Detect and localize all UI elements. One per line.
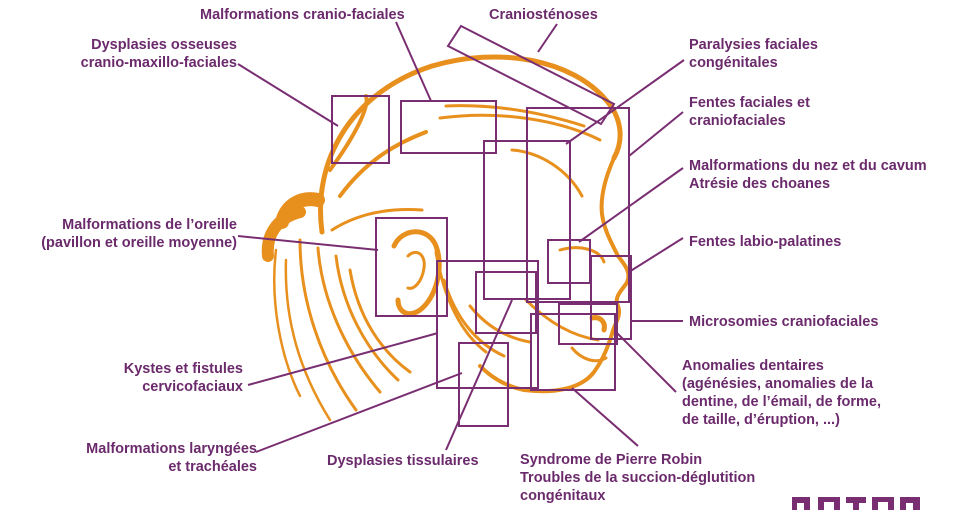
- label-syndrome-pierre-robin-line-1: Syndrome de Pierre Robin: [520, 451, 755, 469]
- label-syndrome-pierre-robin-line-2: Troubles de la succion-déglutition: [520, 469, 755, 487]
- label-malformations-oreille: Malformations de l’oreille (pavillon et …: [41, 216, 237, 252]
- label-anomalies-dentaires-line-1: Anomalies dentaires: [682, 357, 881, 375]
- logo-mark: [792, 497, 920, 510]
- label-fentes-faciales-line-2: craniofaciales: [689, 112, 810, 130]
- label-paralysies-faciales-line-1: Paralysies faciales: [689, 36, 818, 54]
- face-lines: [436, 150, 606, 361]
- label-paralysies-faciales: Paralysies faciales congénitales: [689, 36, 818, 72]
- label-fentes-faciales: Fentes faciales et craniofaciales: [689, 94, 810, 130]
- ear: [394, 232, 439, 314]
- label-malformations-laryngees-line-1: Malformations laryngées: [86, 440, 257, 458]
- label-syndrome-pierre-robin-line-3: congénitaux: [520, 487, 755, 505]
- label-kystes-fistules-line-2: cervicofaciaux: [124, 378, 243, 396]
- label-craniostenoses: Craniosténoses: [489, 6, 598, 24]
- label-malformations-nez-line-1: Malformations du nez et du cavum: [689, 157, 927, 175]
- ponytail: [268, 96, 426, 256]
- label-dysplasies-osseuses: Dysplasies osseuses cranio-maxillo-facia…: [81, 36, 237, 72]
- label-anomalies-dentaires-line-4: de taille, d’éruption, ...): [682, 411, 881, 429]
- label-dysplasies-osseuses-line-1: Dysplasies osseuses: [81, 36, 237, 54]
- label-malformations-laryngees: Malformations laryngées et trachéales: [86, 440, 257, 476]
- label-microsomies: Microsomies craniofaciales: [689, 313, 878, 331]
- label-kystes-fistules: Kystes et fistules cervicofaciaux: [124, 360, 243, 396]
- label-paralysies-faciales-line-2: congénitales: [689, 54, 818, 72]
- label-malformations-oreille-line-2: (pavillon et oreille moyenne): [41, 234, 237, 252]
- box-fentes-faciales: [527, 108, 629, 302]
- label-malformations-laryngees-line-2: et trachéales: [86, 458, 257, 476]
- box-malformations-cranio-faciales: [401, 101, 496, 153]
- back-hair: [274, 240, 410, 420]
- label-dysplasies-osseuses-line-2: cranio-maxillo-faciales: [81, 54, 237, 72]
- label-anomalies-dentaires: Anomalies dentaires (agénésies, anomalie…: [682, 357, 881, 429]
- label-malformations-oreille-line-1: Malformations de l’oreille: [41, 216, 237, 234]
- label-kystes-fistules-line-1: Kystes et fistules: [124, 360, 243, 378]
- label-fentes-labio-palatines: Fentes labio-palatines: [689, 233, 841, 251]
- label-fentes-faciales-line-1: Fentes faciales et: [689, 94, 810, 112]
- label-malformations-cranio-faciales: Malformations cranio-faciales: [200, 6, 405, 24]
- label-dysplasies-tissulaires: Dysplasies tissulaires: [327, 452, 479, 470]
- label-anomalies-dentaires-line-3: dentine, de l’émail, de forme,: [682, 393, 881, 411]
- label-malformations-nez-line-2: Atrésie des choanes: [689, 175, 927, 193]
- label-malformations-nez: Malformations du nez et du cavum Atrésie…: [689, 157, 927, 193]
- label-syndrome-pierre-robin: Syndrome de Pierre Robin Troubles de la …: [520, 451, 755, 505]
- box-craniostenoses: [448, 26, 614, 124]
- label-anomalies-dentaires-line-2: (agénésies, anomalies de la: [682, 375, 881, 393]
